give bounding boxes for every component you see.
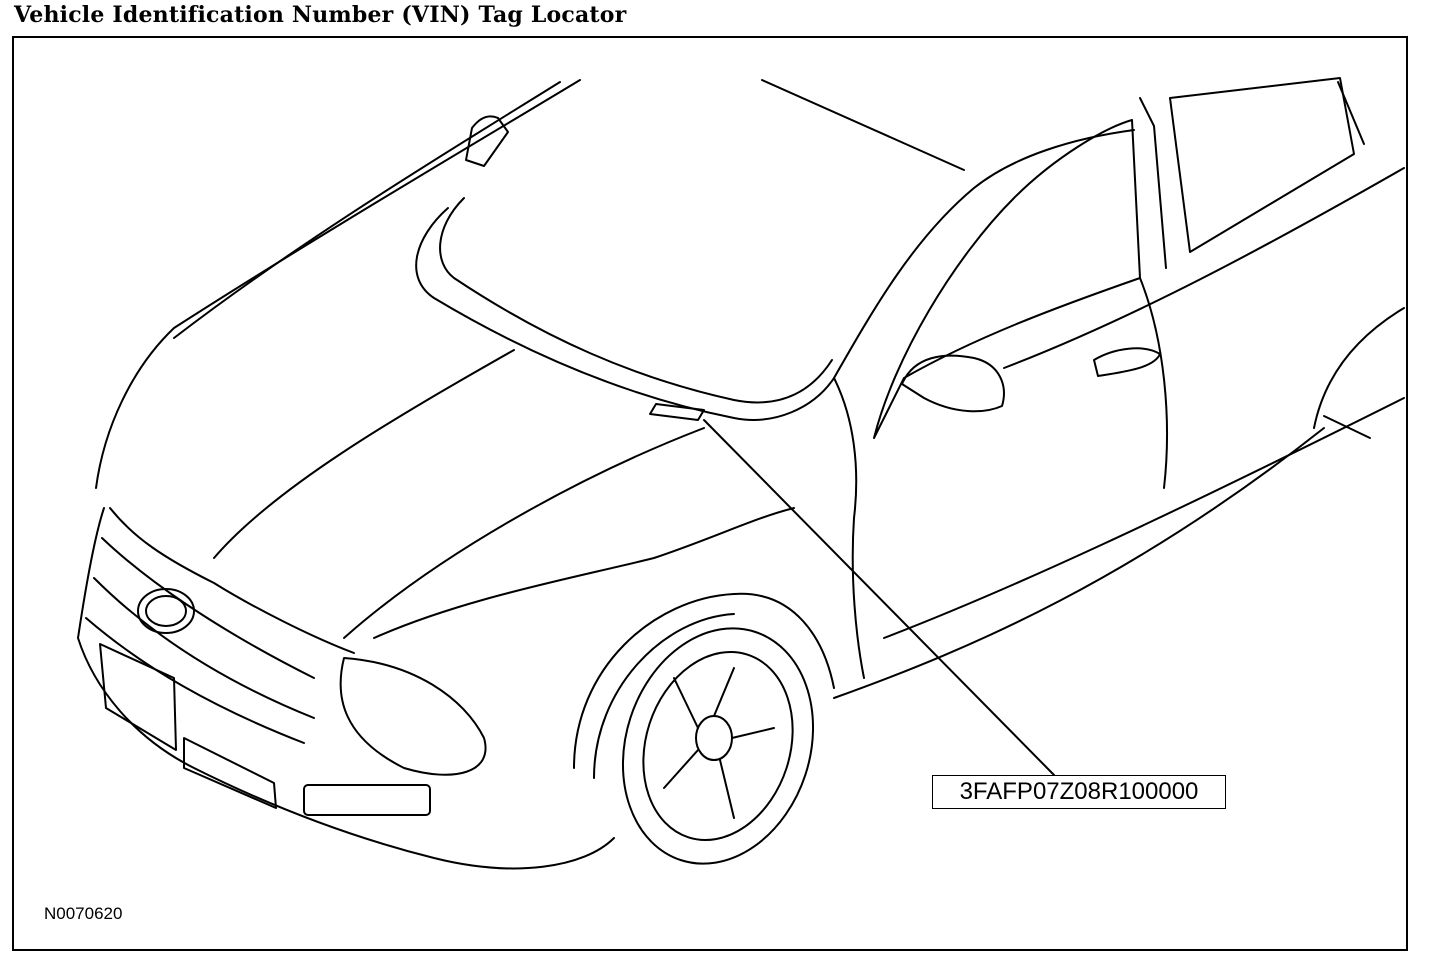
vehicle-illustration	[77, 77, 1405, 870]
diagram-frame: 3FAFP07Z08R100000 N0070620	[12, 36, 1408, 951]
wheel-arch	[573, 592, 835, 769]
vin-number-label: 3FAFP07Z08R100000	[932, 775, 1226, 809]
b-pillar	[1139, 97, 1167, 269]
grille-bar-1	[101, 537, 315, 679]
wheel-rim	[642, 651, 794, 841]
vin-tag-location	[649, 403, 705, 421]
ford-emblem-inner	[145, 595, 187, 627]
wheel-spokes	[663, 667, 775, 819]
a-pillar	[833, 377, 865, 679]
fog-light	[303, 784, 431, 816]
grille-bar-3	[85, 617, 305, 744]
left-mirror	[465, 115, 509, 167]
hood-leading-edge	[173, 81, 561, 339]
front-door-window	[873, 119, 1141, 439]
side-mirror	[901, 354, 1005, 413]
page-title: Vehicle Identification Number (VIN) Tag …	[14, 2, 627, 28]
hood-crease	[213, 349, 515, 559]
license-plate	[99, 643, 177, 751]
figure-id: N0070620	[44, 904, 123, 923]
roof-line	[761, 79, 965, 171]
rear-pillar	[1337, 81, 1365, 145]
headlight	[339, 657, 487, 776]
grille-outline	[109, 507, 355, 654]
front-fascia	[77, 507, 615, 870]
front-door-edge	[1139, 277, 1168, 489]
hood-outline	[95, 79, 581, 489]
rear-door-window	[1169, 77, 1355, 253]
rear-wheel-arch	[1313, 307, 1405, 429]
lower-intake	[183, 737, 277, 809]
rocker-line	[833, 427, 1325, 699]
windshield-inner	[439, 197, 833, 404]
windshield-frame	[415, 129, 1135, 421]
wheel-tire	[621, 627, 815, 865]
wheel-hub	[695, 715, 733, 761]
wheel-arch-inner	[593, 613, 735, 779]
vin-leader-line	[703, 419, 1055, 776]
ford-emblem	[137, 588, 195, 634]
door-handle	[1093, 347, 1161, 377]
lower-body-line	[883, 397, 1405, 639]
rear-body-corner	[1323, 415, 1371, 439]
hood-crease-2	[343, 427, 705, 639]
fender-line	[373, 507, 795, 639]
grille-bar-2	[93, 577, 315, 719]
belt-line	[1003, 167, 1405, 369]
